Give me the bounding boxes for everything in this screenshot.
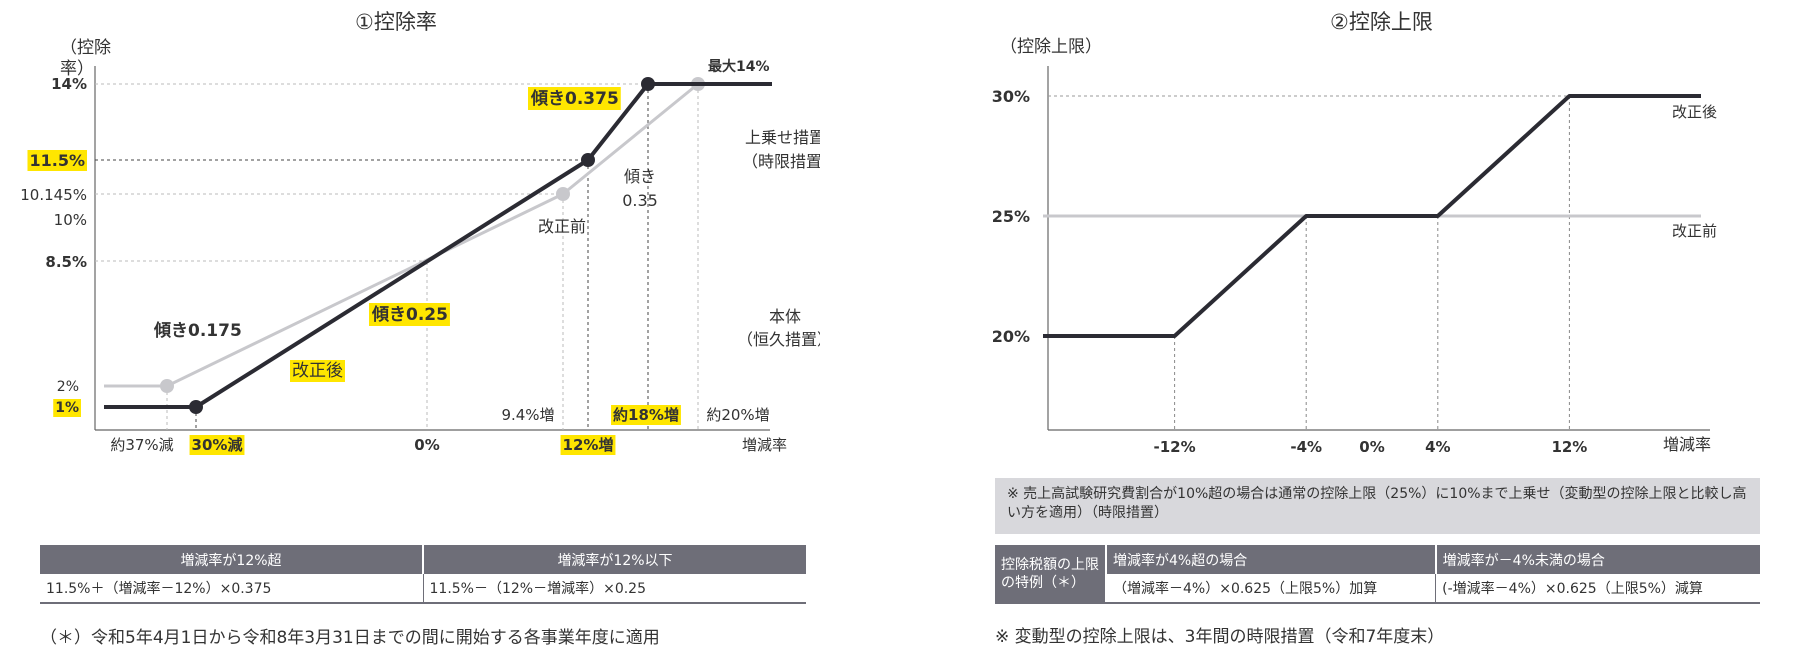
chart1-annot-max14: 最大14% bbox=[708, 58, 770, 75]
chart1-xtick-12-highlight bbox=[560, 435, 616, 455]
chart1-series-after-line bbox=[104, 82, 772, 409]
chart1-xlabel: 増減率 bbox=[742, 436, 787, 454]
chart1-annot-surcharge-l1: 上乗せ措置 bbox=[745, 128, 820, 147]
chart1-annot-slope-025: 傾き0.25 bbox=[371, 304, 448, 325]
chart1-series-after-point-1 bbox=[189, 400, 203, 414]
chart1-series-after-point-2 bbox=[581, 153, 595, 167]
right-table-row-header: 控除税額の上限の特例（＊） bbox=[995, 545, 1107, 604]
chart1-annot-after: 改正後 bbox=[292, 361, 343, 381]
chart2-ytick-20: 20% bbox=[992, 327, 1030, 346]
chart1-xtick-18-highlight bbox=[611, 405, 681, 425]
chart1-annot-after-highlight bbox=[290, 360, 345, 382]
chart1-xtick-18: 約18%増 bbox=[613, 406, 679, 424]
chart1-xtick-94: 9.4%増 bbox=[501, 406, 554, 424]
chart2-xtick-0: -12% bbox=[1154, 438, 1196, 456]
chart2-xtick-1: -4% bbox=[1290, 438, 1322, 456]
chart2-xtick-2: 0% bbox=[1359, 438, 1384, 456]
chart1-xtick-0: 0% bbox=[414, 436, 439, 454]
chart1-series-before-point-2 bbox=[556, 187, 570, 201]
right-table-header-under-4: 増減率が－4%未満の場合 bbox=[1435, 545, 1760, 574]
chart1-ytick-85: 8.5% bbox=[45, 253, 87, 271]
left-table-header-over12: 増減率が12%超 bbox=[40, 545, 424, 574]
chart1-ytick-115: 11.5% bbox=[29, 151, 85, 170]
chart2-label-before: 改正前 bbox=[1672, 222, 1717, 240]
right-footnote: ※ 変動型の控除上限は、3年間の時限措置（令和7年度末） bbox=[995, 627, 1445, 647]
chart1-series-before-line bbox=[104, 82, 699, 388]
right-note: ※ 売上高試験研究費割合が10%超の場合は通常の控除上限（25%）に10%まで上… bbox=[995, 478, 1760, 534]
chart2-label-after: 改正後 bbox=[1672, 103, 1717, 121]
left-table-cell-over12: 11.5%＋（増減率－12%）×0.375 bbox=[40, 574, 424, 604]
chart1-ylabel-line2: 率） bbox=[60, 59, 94, 79]
left-table-cell-under12: 11.5%－（12%－増減率）×0.25 bbox=[423, 574, 806, 604]
chart1-ytick-1: 1% bbox=[55, 400, 79, 416]
right-table-cell-under-4: (-増減率－4%）×0.625（上限5%）減算 bbox=[1435, 574, 1760, 604]
chart1-ytick-10145: 10.145% bbox=[20, 186, 87, 204]
chart1-xtick-minus30-highlight bbox=[189, 435, 245, 455]
chart2-xtick-4: 12% bbox=[1551, 438, 1587, 456]
chart1-annot-slope-0375-highlight bbox=[528, 87, 621, 110]
chart1-annot-main-l1: 本体 bbox=[769, 307, 801, 326]
chart1-ytick-2: 2% bbox=[57, 379, 79, 395]
chart2-series-after-line bbox=[1043, 94, 1701, 338]
chart1-series-after-point-3 bbox=[641, 77, 655, 91]
chart1-ytick-10: 10% bbox=[54, 211, 87, 229]
chart1-deduction-rate: （控除 率） 14% 11.5% 10.145% 10% 8.5% 2% 1% 約37%減 30… bbox=[20, 38, 820, 455]
chart1-series-before-point-1 bbox=[160, 379, 174, 393]
chart1-xtick-minus30: 30%減 bbox=[192, 436, 243, 454]
chart1-annot-slope-0375: 傾き0.375 bbox=[530, 88, 619, 109]
chart1-xtick-12: 12%増 bbox=[563, 436, 614, 454]
chart2-ytick-30: 30% bbox=[992, 87, 1030, 106]
chart1-ylabel: （控除 率） bbox=[60, 38, 116, 79]
chart2-xtick-3: 4% bbox=[1425, 438, 1450, 456]
chart1-ylabel-line1: （控除 bbox=[60, 38, 111, 58]
chart1-ytick-115-highlight bbox=[27, 150, 87, 171]
chart1-ytick-1-highlight bbox=[53, 399, 81, 417]
chart1-annot-surcharge-l2: （時限措置） bbox=[742, 152, 820, 171]
right-table-cell-over4: （増減率－4%）×0.625（上限5%）加算 bbox=[1106, 574, 1437, 604]
chart1-xtick-20: 約20%増 bbox=[706, 406, 769, 424]
chart1-annot-slope-035-l2: 0.35 bbox=[622, 191, 658, 210]
left-footnote: （＊）令和5年4月1日から令和8年3月31日までの間に開始する各事業年度に適用 bbox=[40, 628, 660, 648]
right-special-table: 控除税額の上限の特例（＊） 増減率が4%超の場合 増減率が－4%未満の場合 （増… bbox=[995, 545, 1760, 604]
left-formula-table: 増減率が12%超 増減率が12%以下 11.5%＋（増減率－12%）×0.375… bbox=[40, 545, 806, 604]
chart1-annot-before: 改正前 bbox=[538, 217, 586, 236]
chart1-annot-slope-0175: 傾き0.175 bbox=[153, 320, 242, 341]
chart1-xtick-minus37: 約37%減 bbox=[110, 436, 173, 454]
right-table-header-over4: 増減率が4%超の場合 bbox=[1106, 545, 1437, 574]
chart1-title: ①控除率 bbox=[355, 10, 437, 34]
chart2-xlabel: 増減率 bbox=[1663, 435, 1711, 454]
left-table-header-under12: 増減率が12%以下 bbox=[423, 545, 806, 574]
chart2-ylabel: （控除上限） bbox=[1000, 37, 1102, 57]
chart2-title: ②控除上限 bbox=[1330, 10, 1433, 34]
chart2-ytick-25: 25% bbox=[992, 207, 1030, 226]
chart1-annot-main-l2: （恒久措置） bbox=[737, 330, 820, 349]
chart1-annot-slope-025-highlight bbox=[369, 303, 450, 326]
chart1-ytick-14: 14% bbox=[51, 75, 87, 93]
chart1-annot-slope-035-l1: 傾き bbox=[624, 167, 656, 186]
